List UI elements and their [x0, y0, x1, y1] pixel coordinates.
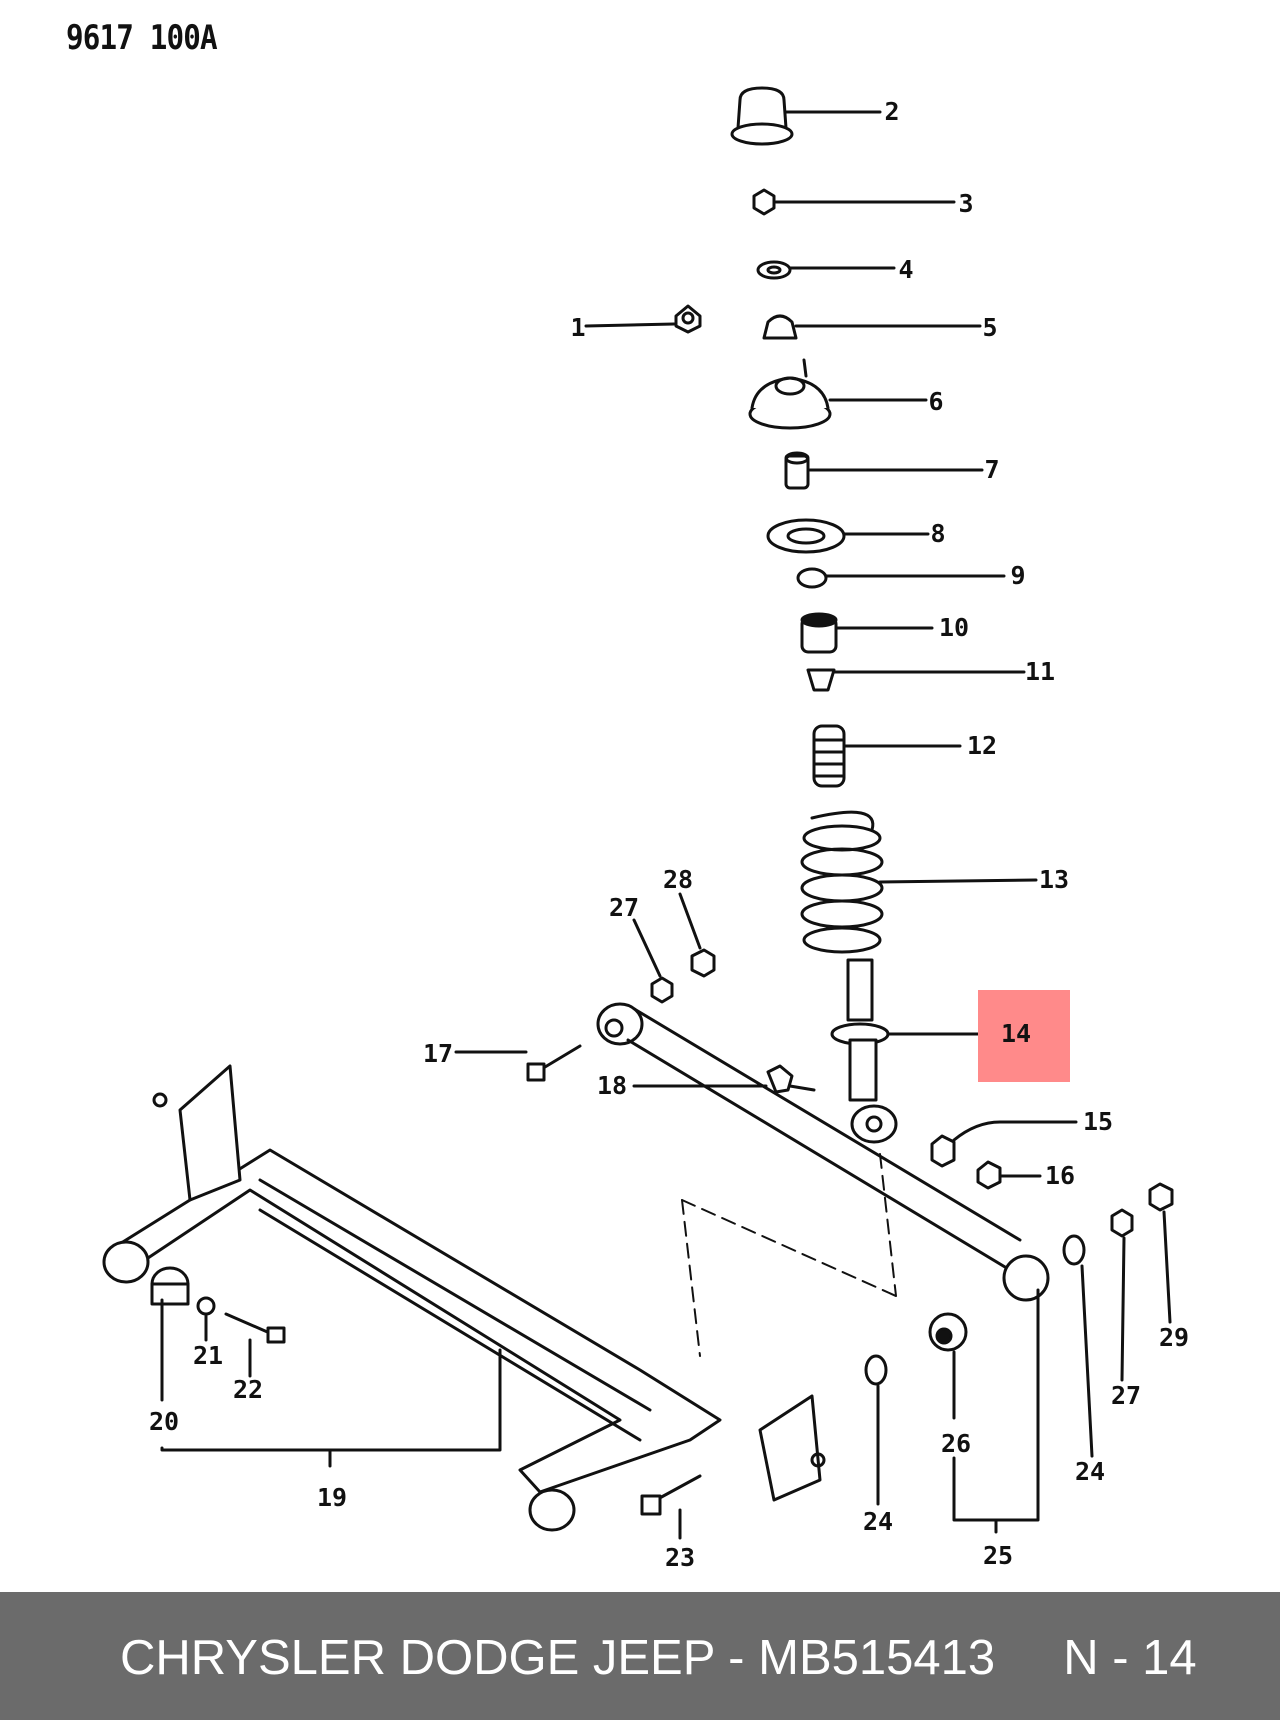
label-part-11: 11 — [1025, 657, 1055, 686]
part-upper-mount — [748, 358, 928, 430]
part-bushing-upper — [762, 314, 982, 340]
label-part-17: 17 — [423, 1039, 453, 1068]
label-part-6: 6 — [928, 387, 943, 416]
part-lateral-rod — [596, 1002, 1050, 1302]
highlight-box — [978, 990, 1070, 1082]
reference-text: N - 14 — [1063, 1631, 1197, 1685]
label-part-27-b: 27 — [1111, 1381, 1141, 1410]
part-nut-28 — [678, 892, 716, 978]
label-part-19: 19 — [317, 1483, 347, 1512]
part-nut-27-lower — [1110, 1208, 1134, 1382]
label-part-21: 21 — [193, 1341, 223, 1370]
label-part-29: 29 — [1159, 1323, 1189, 1352]
label-part-28: 28 — [663, 865, 693, 894]
part-bolt-18 — [632, 1064, 816, 1094]
exploded-view: 1 2 3 4 5 6 7 8 9 10 11 12 13 14 15 16 1… — [102, 86, 1189, 1572]
part-nut-1 — [584, 304, 702, 334]
label-part-8: 8 — [930, 519, 945, 548]
part-washer-24-b — [1062, 1234, 1094, 1458]
part-nut-29 — [1148, 1182, 1174, 1324]
label-part-24-a: 24 — [863, 1507, 893, 1536]
part-nut-27-upper — [632, 918, 674, 1004]
label-part-5: 5 — [982, 313, 997, 342]
part-coil-spring — [800, 810, 1038, 954]
part-bracket-25 — [952, 1288, 1040, 1534]
part-shock-absorber — [830, 958, 998, 1144]
label-part-18: 18 — [597, 1071, 627, 1100]
label-part-1: 1 — [570, 313, 585, 342]
label-part-12: 12 — [967, 731, 997, 760]
part-bushing-20 — [150, 1266, 190, 1402]
label-part-4: 4 — [898, 255, 913, 284]
part-nut-15 — [930, 1120, 1078, 1168]
part-collar — [784, 451, 984, 490]
part-bolt-17 — [454, 1044, 582, 1082]
parts-diagram: 9617 100A — [66, 18, 1189, 1572]
label-part-14: 14 — [1001, 1019, 1031, 1048]
part-bump-stop — [812, 724, 962, 788]
part-nut-top — [752, 188, 956, 216]
part-bushing-26 — [928, 1312, 968, 1420]
part-axle-beam — [102, 1064, 826, 1532]
part-bolt-23 — [640, 1474, 702, 1540]
label-part-27-a: 27 — [609, 893, 639, 922]
part-bracket-19 — [160, 1348, 502, 1468]
label-part-20: 20 — [149, 1407, 179, 1436]
label-part-13: 13 — [1039, 865, 1069, 894]
label-part-24-b: 24 — [1075, 1457, 1105, 1486]
part-nut-21 — [196, 1296, 216, 1342]
label-part-25: 25 — [983, 1541, 1013, 1570]
part-washer — [756, 260, 896, 280]
footer-bar: CHRYSLER DODGE JEEP - MB515413 N - 14 — [0, 1592, 1280, 1720]
label-part-23: 23 — [665, 1543, 695, 1572]
part-number-text: MB515413 — [758, 1631, 996, 1685]
label-part-10: 10 — [939, 613, 969, 642]
part-rubber-bumper — [800, 612, 934, 654]
footer-caption: CHRYSLER DODGE JEEP - MB515413 N - 14 — [120, 1630, 1197, 1686]
diagram-code: 9617 100A — [66, 18, 218, 58]
part-cup — [806, 668, 1026, 692]
part-bolt-22 — [224, 1312, 286, 1378]
label-part-3: 3 — [958, 189, 973, 218]
part-washer-24-a — [864, 1354, 888, 1506]
separator-text: - — [728, 1631, 745, 1685]
label-part-16: 16 — [1045, 1161, 1075, 1190]
part-dust-cap — [730, 86, 882, 146]
label-part-26: 26 — [941, 1429, 971, 1458]
brand-text: CHRYSLER DODGE JEEP — [120, 1631, 715, 1685]
part-spring-seat — [766, 518, 930, 554]
label-part-2: 2 — [884, 97, 899, 126]
part-nut-16 — [976, 1160, 1042, 1190]
label-part-9: 9 — [1010, 561, 1025, 590]
label-part-22: 22 — [233, 1375, 263, 1404]
part-bushing-lower — [796, 567, 1006, 589]
label-part-15: 15 — [1083, 1107, 1113, 1136]
label-part-7: 7 — [984, 455, 999, 484]
